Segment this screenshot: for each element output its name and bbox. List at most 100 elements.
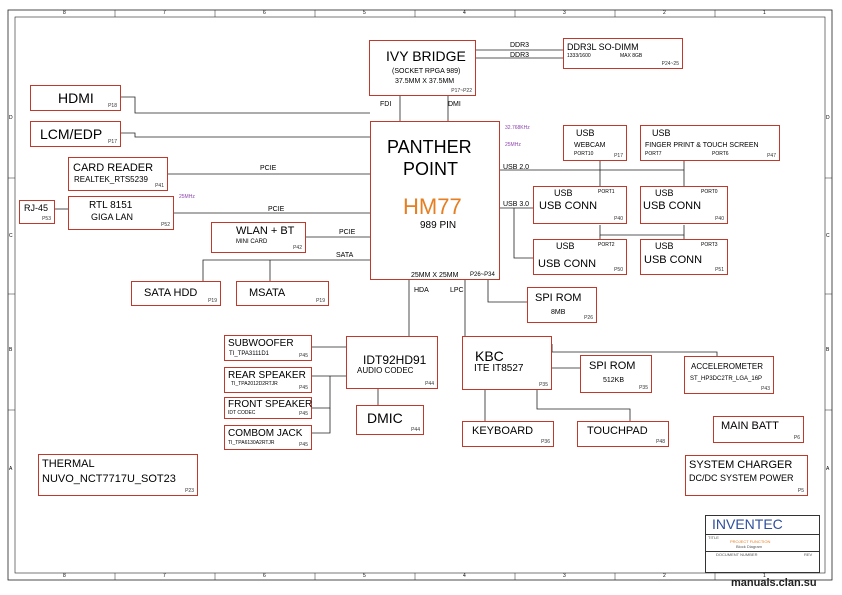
block-title: USB CONN — [643, 200, 702, 212]
col-label: 5 — [363, 10, 366, 16]
clock-label: 32.768KHz — [505, 125, 530, 131]
project-label: PROJECT FUNCTION — [730, 539, 771, 544]
block-title: THERMAL — [42, 458, 95, 470]
page-ref: P48 — [656, 439, 665, 445]
page-ref: P35 — [539, 382, 548, 388]
usb30-label: USB 3.0 — [503, 201, 530, 208]
page-ref: P19 — [316, 298, 325, 304]
block-title: KBC — [475, 348, 504, 364]
port-label: PORT10 — [574, 151, 594, 157]
page-ref: P45 — [299, 442, 308, 448]
port-label: PORT1 — [598, 189, 615, 195]
usb-conn-port0-block: USB PORT0 USB CONN P40 — [640, 186, 728, 224]
pcie-label: PCIE — [339, 229, 356, 236]
page-ref: P44 — [411, 427, 420, 433]
block-sub: (SOCKET RPGA 989) — [392, 68, 461, 75]
frame-ticks — [8, 10, 832, 580]
ddr3-label: DDR3 — [510, 52, 530, 59]
page-ref: P26~P34 — [470, 272, 495, 278]
dmic-block: DMIC P44 — [356, 405, 424, 435]
row-label: D — [9, 115, 13, 121]
sata-hdd-block: SATA HDD P19 — [131, 281, 221, 306]
port-label: PORT0 — [701, 189, 718, 195]
rev-label: REV — [804, 552, 813, 557]
col-label: 7 — [163, 10, 166, 16]
block-sub: WEBCAM — [574, 142, 606, 149]
ddr3l-sodimm-block: DDR3L SO-DIMM 1333/1600 MAX 8GB P24~25 — [563, 38, 683, 69]
block-sub: TI_TPA2012D2RTJR — [231, 381, 278, 387]
block-title: ACCELEROMETER — [691, 362, 764, 371]
block-sub: FINGER PRINT & TOUCH SCREEN — [645, 142, 759, 149]
pch-size: 25MM X 25MM — [411, 272, 459, 279]
usb-fingerprint-block: USB FINGER PRINT & TOUCH SCREEN PORT7 PO… — [640, 125, 780, 161]
block-sub: 512KB — [603, 377, 625, 384]
usb20-label: USB 2.0 — [503, 164, 530, 171]
lcm-edp-block: LCM/EDP P17 — [30, 121, 121, 147]
col-label: 4 — [463, 10, 466, 16]
block-title: PANTHER — [387, 137, 472, 157]
block-title: WLAN + BT — [236, 225, 295, 237]
block-diagram-label: Block Diagram — [736, 544, 763, 549]
page-ref: P5 — [797, 488, 804, 494]
watermark-text: manuals.clan.su — [731, 577, 817, 589]
usb-conn-port3-block: USB PORT3 USB CONN P51 — [640, 239, 728, 275]
col-label: 2 — [663, 10, 666, 16]
keyboard-block: KEYBOARD P36 — [462, 421, 554, 447]
block-title: RJ-45 — [24, 203, 49, 213]
page-ref: P18 — [108, 103, 117, 109]
page-ref: P43 — [761, 386, 770, 392]
ddr3-label: DDR3 — [510, 42, 530, 49]
page-ref: P40 — [715, 216, 724, 222]
block-sub: DC/DC SYSTEM POWER — [689, 473, 794, 483]
block-title: CARD READER — [73, 162, 154, 174]
port-label: PORT7 — [645, 151, 662, 157]
col-label: 6 — [263, 10, 266, 16]
block-title: LCM/EDP — [40, 126, 103, 142]
block-title: MSATA — [249, 287, 286, 299]
pch-model: HM77 — [403, 194, 462, 219]
col-label: 7 — [163, 573, 166, 579]
block-sub: 37.5MM X 37.5MM — [395, 78, 455, 85]
page-ref: P45 — [299, 353, 308, 359]
block-usb: USB — [655, 188, 674, 198]
audio-codec-block: IDT92HD91 AUDIO CODEC P44 — [346, 336, 438, 389]
thermal-block: THERMAL NUVO_NCT7717U_SOT23 P23 — [38, 454, 198, 496]
accelerometer-block: ACCELEROMETER ST_HP3DC2TR_LGA_16P P43 — [684, 356, 774, 394]
col-label: 3 — [563, 573, 566, 579]
page-ref: P6 — [793, 435, 800, 441]
company-name: INVENTEC — [712, 516, 783, 532]
block-sub: ITE IT8527 — [474, 363, 524, 374]
page-ref: P26 — [584, 315, 593, 321]
page-ref: P23 — [185, 488, 194, 494]
page-ref: P52 — [161, 222, 170, 228]
frame-outer — [7, 9, 833, 581]
row-label: B — [9, 347, 13, 353]
block-title: REAR SPEAKER — [228, 370, 306, 381]
usb-conn-port2-block: USB PORT2 USB CONN P50 — [533, 239, 627, 275]
page-ref: P24~25 — [661, 61, 679, 67]
hdmi-block: HDMI P18 — [30, 85, 121, 111]
spi-rom-512kb-block: SPI ROM 512KB P35 — [580, 355, 652, 393]
block-title: MAIN BATT — [721, 420, 779, 432]
page-ref: P51 — [715, 267, 724, 273]
pcie-label: PCIE — [268, 206, 285, 213]
block-title: SPI ROM — [589, 360, 636, 372]
block-title: TOUCHPAD — [587, 425, 648, 437]
block-usb: USB — [556, 241, 575, 251]
block-title: COMBOM JACK — [228, 428, 303, 439]
touchpad-block: TOUCHPAD P48 — [577, 421, 669, 447]
block-sub: MINI CARD — [236, 239, 268, 245]
block-sub: GIGA LAN — [91, 212, 134, 222]
col-label: 5 — [363, 573, 366, 579]
panther-point-block: PANTHER POINT HM77 989 PIN 25MM X 25MM P… — [370, 121, 530, 280]
sata-label: SATA — [336, 252, 354, 259]
usb-webcam-block: USB WEBCAM PORT10 P17 — [563, 125, 627, 161]
pcie-label: PCIE — [260, 165, 277, 172]
usb-conn-port1-block: USB PORT1 USB CONN P40 — [533, 186, 627, 224]
hda-label: HDA — [414, 287, 429, 294]
kbc-block: KBC ITE IT8527 P35 — [462, 336, 552, 390]
port-label: PORT6 — [712, 151, 729, 157]
front-speaker-block: FRONT SPEAKER IDT CODEC P45 — [224, 397, 312, 419]
row-label: C — [826, 233, 830, 239]
block-title: POINT — [403, 159, 459, 179]
